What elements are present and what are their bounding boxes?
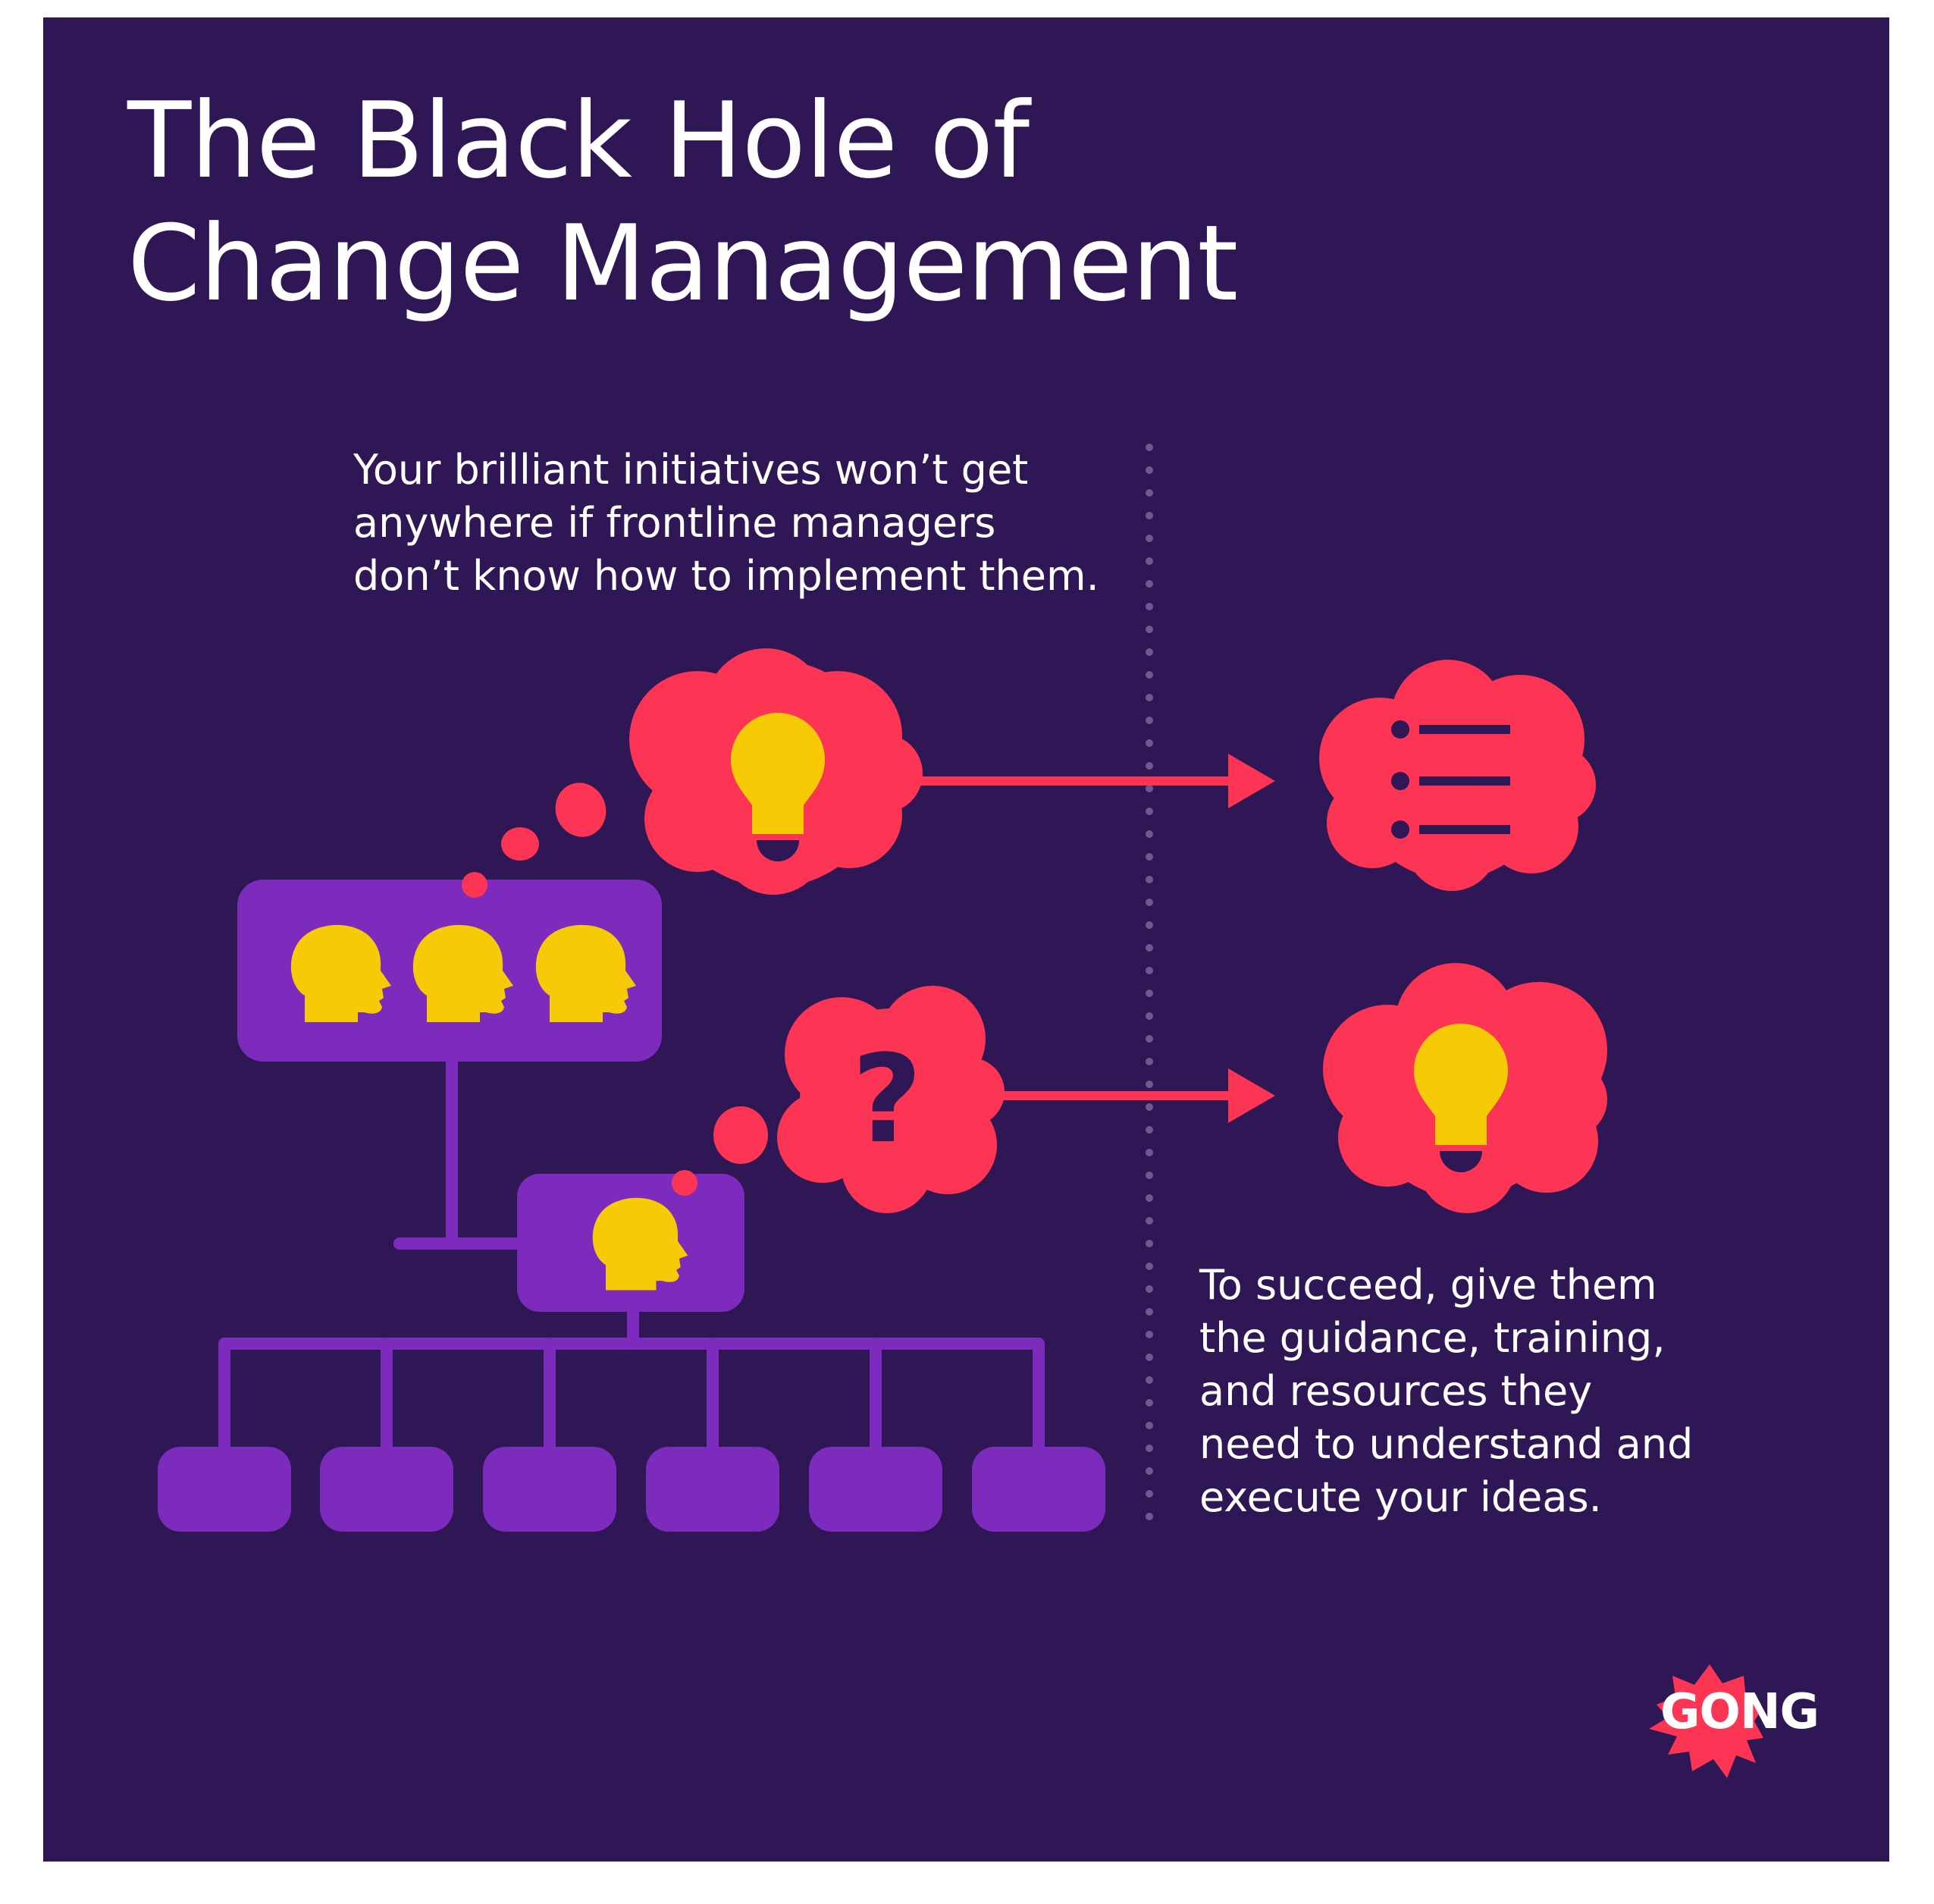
divider-dot: [1146, 1058, 1153, 1065]
divider-dot: [1146, 876, 1153, 883]
divider-dot: [1146, 921, 1153, 929]
divider-dot: [1146, 717, 1153, 724]
divider-dot: [1146, 1513, 1153, 1520]
page-title: The Black Hole of Change Management: [127, 80, 1238, 325]
divider-dot: [1146, 1172, 1153, 1179]
divider-dot: [1146, 808, 1153, 815]
divider-dot: [1146, 489, 1153, 497]
divider-dot: [1146, 1149, 1153, 1156]
divider-dot: [1146, 1467, 1153, 1475]
manager-thought-trail: [672, 1106, 768, 1196]
intro-text: Your brilliant initiatives won’t get any…: [353, 444, 1099, 603]
leadership-box: [237, 880, 662, 1062]
rounded-box-icon: [158, 1447, 291, 1532]
frontline-manager-box: [517, 1174, 744, 1312]
divider-dot: [1146, 444, 1153, 451]
divider-dot: [1146, 944, 1153, 952]
divider-dotted-line: [1146, 444, 1153, 1520]
logo-text: GONG: [1660, 1684, 1820, 1740]
divider-dot: [1146, 1217, 1153, 1225]
conclusion-line-4: need to understand and: [1199, 1420, 1694, 1468]
rounded-box-icon: [972, 1447, 1105, 1532]
divider-dot: [1146, 648, 1153, 656]
rounded-box-icon: [320, 1447, 453, 1532]
divider-dot: [1146, 1194, 1153, 1202]
question-mark-icon: ?: [852, 1028, 923, 1170]
divider-dot: [1146, 626, 1153, 633]
conclusion-line-3: and resources they: [1199, 1367, 1593, 1415]
conclusion-text: To succeed, give them the guidance, trai…: [1199, 1259, 1693, 1524]
divider-dot: [1146, 899, 1153, 906]
divider-dot: [1146, 1376, 1153, 1384]
leader-idea-cloud: [629, 648, 923, 895]
divider-dot: [1146, 1126, 1153, 1134]
leader-thought-trail: [462, 783, 607, 898]
divider-dot: [1146, 512, 1153, 519]
divider-dot: [1146, 830, 1153, 838]
divider-dot: [1146, 535, 1153, 542]
employee-boxes: [158, 1447, 1105, 1532]
divider-dot: [1146, 967, 1153, 974]
divider-dot: [1146, 1444, 1153, 1452]
divider-dot: [1146, 1422, 1153, 1429]
divider-dot: [1146, 785, 1153, 792]
arrow-to-plan: [879, 754, 1275, 808]
divider-dot: [1146, 1012, 1153, 1020]
title-line-1: The Black Hole of: [127, 80, 1030, 202]
divider-dot: [1146, 1081, 1153, 1088]
divider-dot: [1146, 1103, 1153, 1111]
divider-dot: [1146, 853, 1153, 861]
divider-dot: [1146, 1354, 1153, 1361]
divider-dot: [1146, 762, 1153, 770]
divider-dot: [1146, 1490, 1153, 1498]
solution-cloud: [1323, 963, 1607, 1213]
divider-dot: [1146, 466, 1153, 474]
plan-cloud: [1319, 660, 1596, 891]
list-icon: [1391, 720, 1510, 839]
conclusion-line-5: execute your ideas.: [1199, 1473, 1602, 1521]
divider-dot: [1146, 694, 1153, 701]
intro-line-2: anywhere if frontline managers: [353, 499, 996, 547]
conclusion-line-1: To succeed, give them: [1199, 1261, 1657, 1309]
gong-logo: GONG: [1622, 1653, 1835, 1774]
rounded-box-icon: [646, 1447, 779, 1532]
arrow-to-solution: [1001, 1068, 1275, 1123]
rounded-box-icon: [809, 1447, 942, 1532]
divider-dot: [1146, 739, 1153, 747]
divider-dot: [1146, 1263, 1153, 1270]
divider-dot: [1146, 557, 1153, 565]
divider-dot: [1146, 1399, 1153, 1407]
rounded-box-icon: [483, 1447, 616, 1532]
divider-dot: [1146, 1308, 1153, 1316]
intro-line-1: Your brilliant initiatives won’t get: [353, 446, 1029, 494]
manager-confusion-cloud: ?: [777, 986, 1005, 1213]
divider-dot: [1146, 580, 1153, 588]
divider-dot: [1146, 603, 1153, 610]
title-line-2: Change Management: [127, 202, 1238, 325]
divider-dot: [1146, 1331, 1153, 1338]
divider-dot: [1146, 671, 1153, 679]
divider-dot: [1146, 1035, 1153, 1043]
divider-dot: [1146, 1285, 1153, 1293]
gong-logo-mark: [1649, 1664, 1763, 1778]
divider-dot: [1146, 990, 1153, 997]
intro-line-3: don’t know how to implement them.: [353, 552, 1099, 600]
divider-dot: [1146, 1240, 1153, 1247]
conclusion-line-2: the guidance, training,: [1199, 1314, 1666, 1362]
